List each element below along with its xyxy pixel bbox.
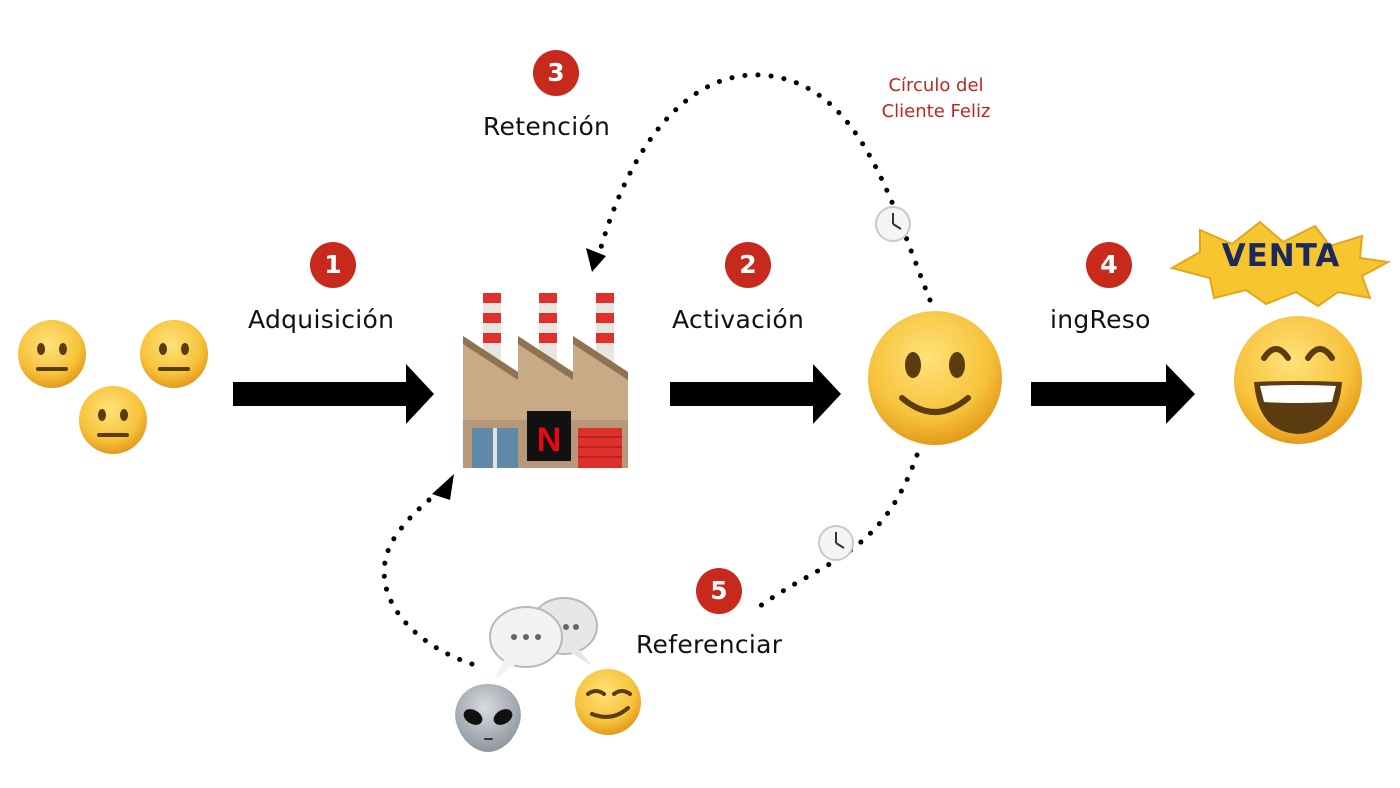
step-label-referenciar: Referenciar — [636, 630, 783, 659]
arrow-activacion — [670, 364, 841, 424]
speech-bubbles-icon — [489, 597, 598, 680]
alien-icon — [455, 684, 521, 752]
step-number-4: 4 — [1086, 242, 1132, 288]
smirking-face-icon — [575, 669, 641, 735]
retention-loop-path — [595, 72, 933, 303]
neutral-face-icon — [79, 386, 147, 454]
referral-arrowhead — [432, 474, 454, 500]
arrow-ingreso — [1031, 364, 1195, 424]
loop-note-line1: Círculo del — [888, 75, 984, 96]
venta-badge — [1169, 220, 1392, 308]
venta-label: VENTA — [1221, 238, 1341, 274]
step-number-1: 1 — [310, 242, 356, 288]
clock-icon — [818, 525, 854, 561]
neutral-face-icon — [18, 320, 86, 388]
loop-note-line2: Cliente Feliz — [881, 101, 991, 122]
step-label-activacion: Activación — [672, 305, 805, 334]
grinning-face-icon — [1234, 316, 1362, 444]
step-label-retencion: Retención — [483, 112, 611, 141]
referral-return-path — [381, 482, 475, 667]
happy-customer-loop-note: Círculo del Cliente Feliz — [858, 73, 1014, 125]
retention-arrowhead — [586, 248, 606, 272]
neutral-face-icon — [140, 320, 208, 388]
step-number-5: 5 — [696, 568, 742, 614]
step-label-ingreso: ingReso — [1050, 305, 1151, 334]
referral-loop-path — [749, 452, 920, 615]
arrow-adquisicion — [233, 364, 434, 424]
step-number-2: 2 — [725, 242, 771, 288]
slightly-smiling-face-icon — [868, 311, 1002, 445]
step-number-3: 3 — [533, 50, 579, 96]
factory-logo: N — [537, 421, 562, 459]
step-label-adquisicion: Adquisición — [248, 305, 395, 334]
factory-icon — [463, 293, 628, 468]
clock-icon — [875, 206, 911, 242]
